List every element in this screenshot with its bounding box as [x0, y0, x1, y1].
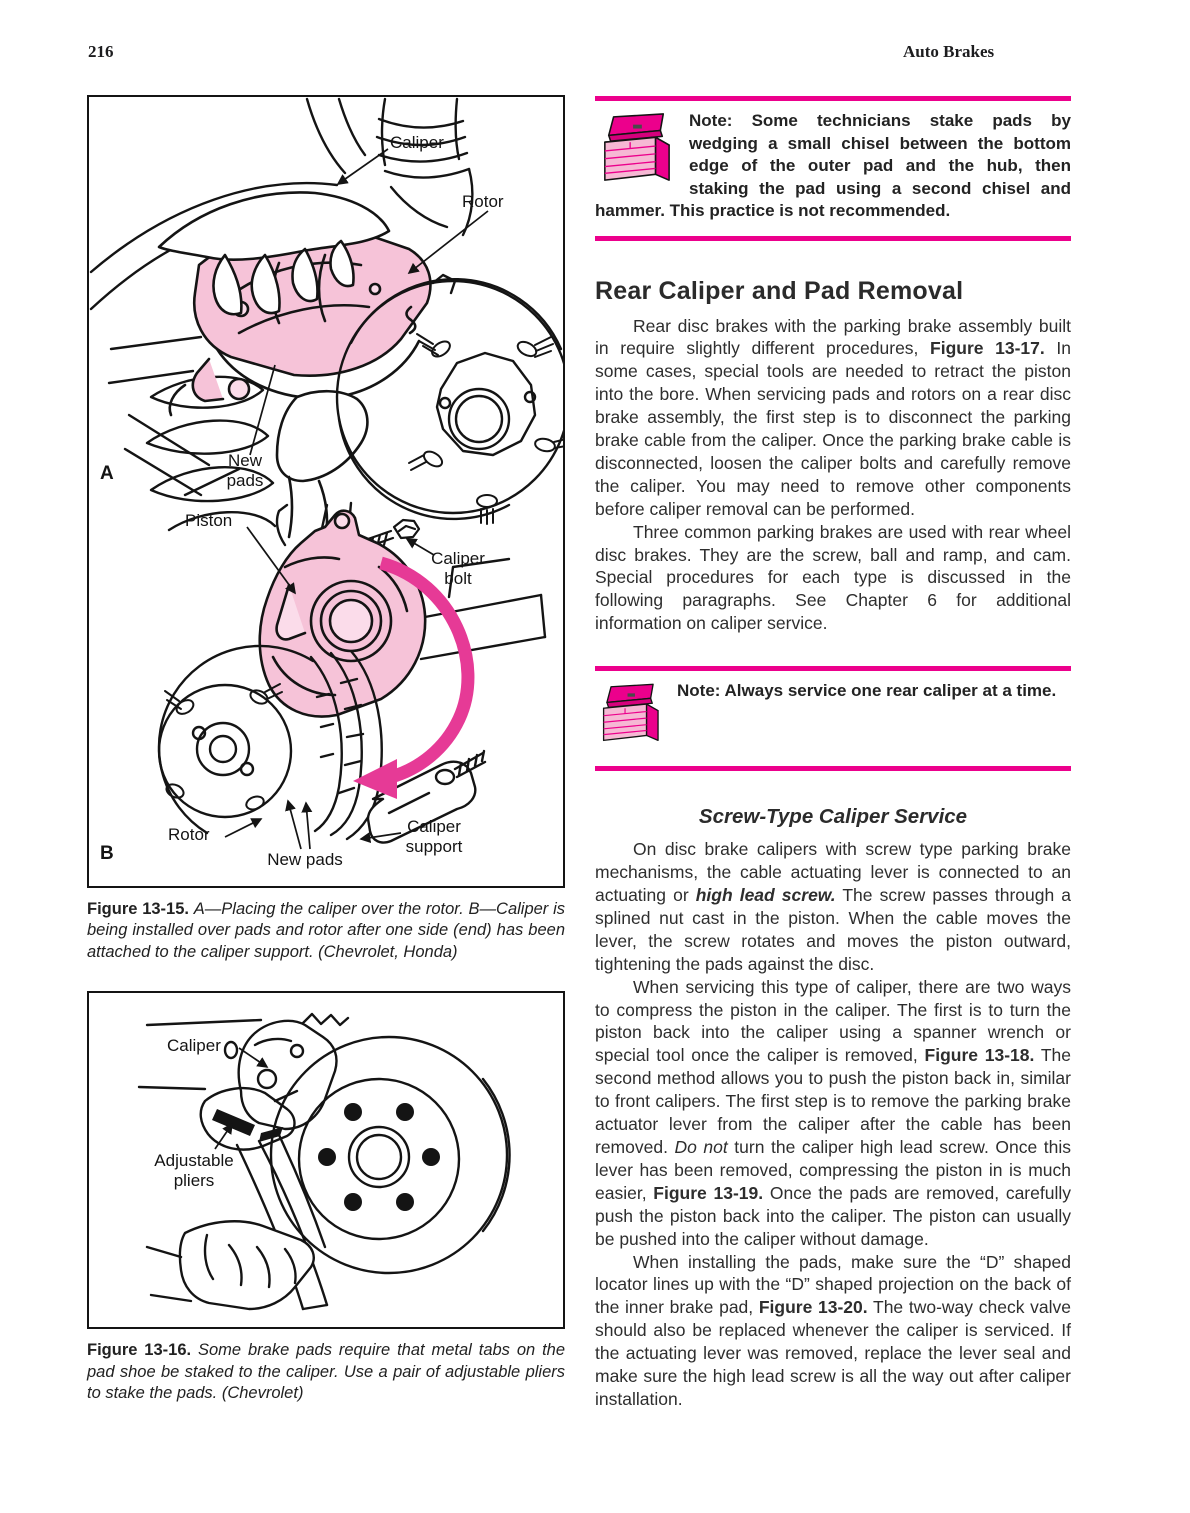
label-adjustable-pliers: Adjustable pliers [154, 1151, 234, 1191]
left-column: Caliper Rotor New pads A Piston Caliper … [87, 95, 565, 1405]
label-caliper-bolt: Caliper bolt [431, 549, 485, 589]
label-rotor-a: Rotor [462, 192, 504, 211]
body-paragraphs-1: Rear disc brakes with the parking brake … [595, 315, 1071, 636]
paragraph: Three common parking brakes are used wit… [595, 521, 1071, 634]
note-text-2: Note: Always service one rear caliper at… [677, 681, 1057, 701]
figure-13-15-illustration [89, 97, 563, 850]
running-head: Auto Brakes [903, 42, 995, 61]
figure-13-16: Caliper Adjustable pliers [87, 991, 565, 1330]
label-caliper: Caliper [167, 1036, 221, 1056]
label-caliper-support: Caliper support [405, 817, 463, 857]
paragraph: When installing the pads, make sure the … [595, 1251, 1071, 1409]
label-new-pads-a: New pads [226, 451, 264, 491]
page-number: 216 [88, 42, 114, 61]
label-new-pads-b: New pads [267, 850, 343, 869]
paragraph: When servicing this type of caliper, the… [595, 976, 1072, 1249]
label-piston: Piston [185, 511, 233, 530]
note-box-2: Note: Always service one rear caliper at… [595, 666, 1071, 772]
figure-13-16-caption: Figure 13-16. Some brake pads require th… [87, 1341, 566, 1403]
paragraph: On disc brake calipers with screw type p… [595, 839, 1071, 974]
part-letter-b: B [100, 843, 114, 864]
figure-13-16-illustration [137, 1013, 511, 1311]
label-caliper-a: Caliper [390, 133, 444, 152]
paragraph: Rear disc brakes with the parking brake … [595, 315, 1071, 519]
figure-13-15: Caliper Rotor New pads A Piston Caliper … [87, 95, 565, 888]
toolbox-icon [597, 112, 675, 191]
section-heading: Rear Caliper and Pad Removal [595, 276, 964, 305]
right-column: Note: Some technicians stake pads by wed… [595, 88, 1071, 1411]
part-letter-a: A [100, 463, 114, 484]
note-text-1: Note: Some technicians stake pads by wed… [595, 111, 1071, 220]
body-paragraphs-2: On disc brake calipers with screw type p… [595, 838, 1071, 1411]
note-box-1: Note: Some technicians stake pads by wed… [595, 96, 1071, 241]
toolbox-icon [597, 682, 663, 751]
label-rotor-b: Rotor [168, 825, 210, 844]
subsection-heading: Screw-Type Caliper Service [698, 805, 968, 829]
figure-13-15-caption: Figure 13-15. A—Placing the caliper over… [87, 900, 565, 961]
